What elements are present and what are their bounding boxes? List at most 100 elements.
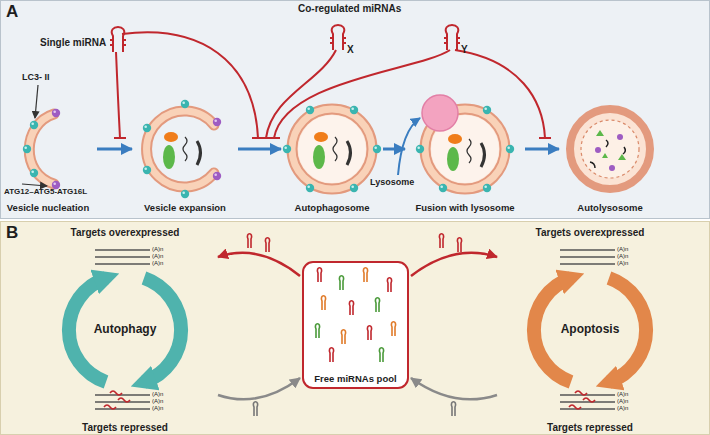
autolysosome-shape <box>617 134 623 140</box>
autolysosome-shape <box>570 109 650 189</box>
stage-node: Autophagosome <box>281 100 383 216</box>
cycle-node: Targets overexpressedAutophagyTargets re… <box>32 227 218 433</box>
fusion-vesicle <box>439 184 447 192</box>
panel-letter: B <box>6 223 18 243</box>
stage-node: Vesicle expansion <box>132 100 238 216</box>
pointer <box>22 184 47 186</box>
node-label: Apoptosis <box>497 323 683 337</box>
lysosome-arrow <box>398 118 420 175</box>
autophagosome-shape <box>306 106 314 114</box>
phagophore <box>30 169 38 177</box>
mrna-stack <box>95 250 615 409</box>
phagophore <box>23 109 60 189</box>
fusion-vesicle <box>483 184 491 192</box>
free-mirna <box>349 301 353 315</box>
node-label: Fusion with lysosome <box>405 203 525 214</box>
free-mirna <box>247 234 251 248</box>
stage-node: Autolysosome <box>559 100 661 216</box>
stage-node: Fusion with lysosome <box>405 100 525 216</box>
polya-tail: (A)n <box>152 246 163 253</box>
mirna-pool-box <box>303 262 408 388</box>
free-mirna <box>457 238 461 252</box>
free-mirna <box>439 234 443 248</box>
polya-tail: (A)n <box>617 398 628 405</box>
free-mirna <box>315 324 319 338</box>
polya-tail: (A)n <box>152 405 163 412</box>
mirna-hairpin <box>110 27 126 52</box>
expanding-vesicle <box>163 132 201 169</box>
flow-arrow <box>218 253 300 276</box>
expanding-vesicle <box>143 166 151 174</box>
expanding-vesicle <box>213 172 221 180</box>
node-label: Targets repressed <box>497 422 683 434</box>
free-mirna <box>363 268 367 282</box>
annotation: Y <box>461 44 468 56</box>
panel-a-ground <box>1 1 710 219</box>
polya-tail: (A)n <box>152 391 163 398</box>
expanding-vesicle <box>143 124 151 132</box>
autophagosome-shape <box>313 132 351 169</box>
phagophore <box>29 114 54 184</box>
autophagosome-shape <box>283 145 291 153</box>
polya-tail: (A)n <box>152 260 163 267</box>
inhibition-line <box>268 137 280 139</box>
free-mirna <box>367 326 371 340</box>
annotation: Co-regulated miRNAs <box>298 3 401 15</box>
polya-tail: (A)n <box>617 253 628 260</box>
pool-box: Free miRNAs pool <box>300 262 411 388</box>
free-mirna <box>341 330 345 344</box>
free-mirna <box>375 298 379 312</box>
flow-arrow <box>383 148 405 151</box>
phagophore <box>52 109 60 117</box>
inhibition-line <box>539 137 551 139</box>
autophagosome-shape <box>306 184 314 192</box>
autophagosome-shape <box>373 145 381 153</box>
panel-a: AVesicle nucleationVesicle expansionAuto… <box>0 0 710 219</box>
free-mirna <box>321 296 325 310</box>
annotation: X <box>347 44 354 56</box>
autophagosome-shape <box>350 184 358 192</box>
mirna-hairpin <box>330 25 346 50</box>
free-mirna <box>391 322 395 336</box>
phagophore <box>29 114 54 184</box>
flow-arrow <box>411 378 497 399</box>
node-label: Targets overexpressed <box>32 227 218 239</box>
expanding-vesicle <box>143 100 221 198</box>
flow-arrow <box>411 253 497 276</box>
panel-b-ground <box>1 222 710 435</box>
pointer <box>22 85 47 186</box>
node-label: Vesicle expansion <box>132 203 238 214</box>
fusion-vesicle <box>416 95 514 192</box>
inhibition-line <box>116 52 120 138</box>
free-mirna <box>329 348 333 362</box>
node-label: Autophagosome <box>281 203 383 214</box>
autophagosome-shape <box>283 106 381 192</box>
expanding-vesicle <box>181 190 189 198</box>
bound-mirna <box>104 391 595 409</box>
autolysosome-shape <box>590 140 625 168</box>
flow-arrow <box>525 148 559 151</box>
phagophore <box>30 121 38 129</box>
free-mirna <box>339 276 343 290</box>
polya-tail: (A)n <box>617 391 628 398</box>
free-mirna <box>265 238 269 252</box>
inhibition-line <box>114 137 126 139</box>
node-label: Targets repressed <box>32 422 218 434</box>
annotation: LC3- II <box>22 72 50 82</box>
free-mirna <box>451 402 455 416</box>
free-mirna <box>379 348 383 362</box>
cycle-node: Targets overexpressedApoptosisTargets re… <box>497 227 683 433</box>
polya-tail: (A)n <box>617 260 628 267</box>
autolysosome-shape <box>595 147 601 153</box>
mrna-stack <box>560 395 615 409</box>
pointer <box>35 85 38 118</box>
fusion-vesicle <box>422 95 458 131</box>
node-label: Autophagy <box>32 323 218 337</box>
annotation: Single miRNA <box>40 37 106 49</box>
polya-tail: (A)n <box>617 405 628 412</box>
node-label: Targets overexpressed <box>497 227 683 239</box>
mirna-pool-box <box>303 262 408 388</box>
expanding-vesicle <box>147 111 214 187</box>
